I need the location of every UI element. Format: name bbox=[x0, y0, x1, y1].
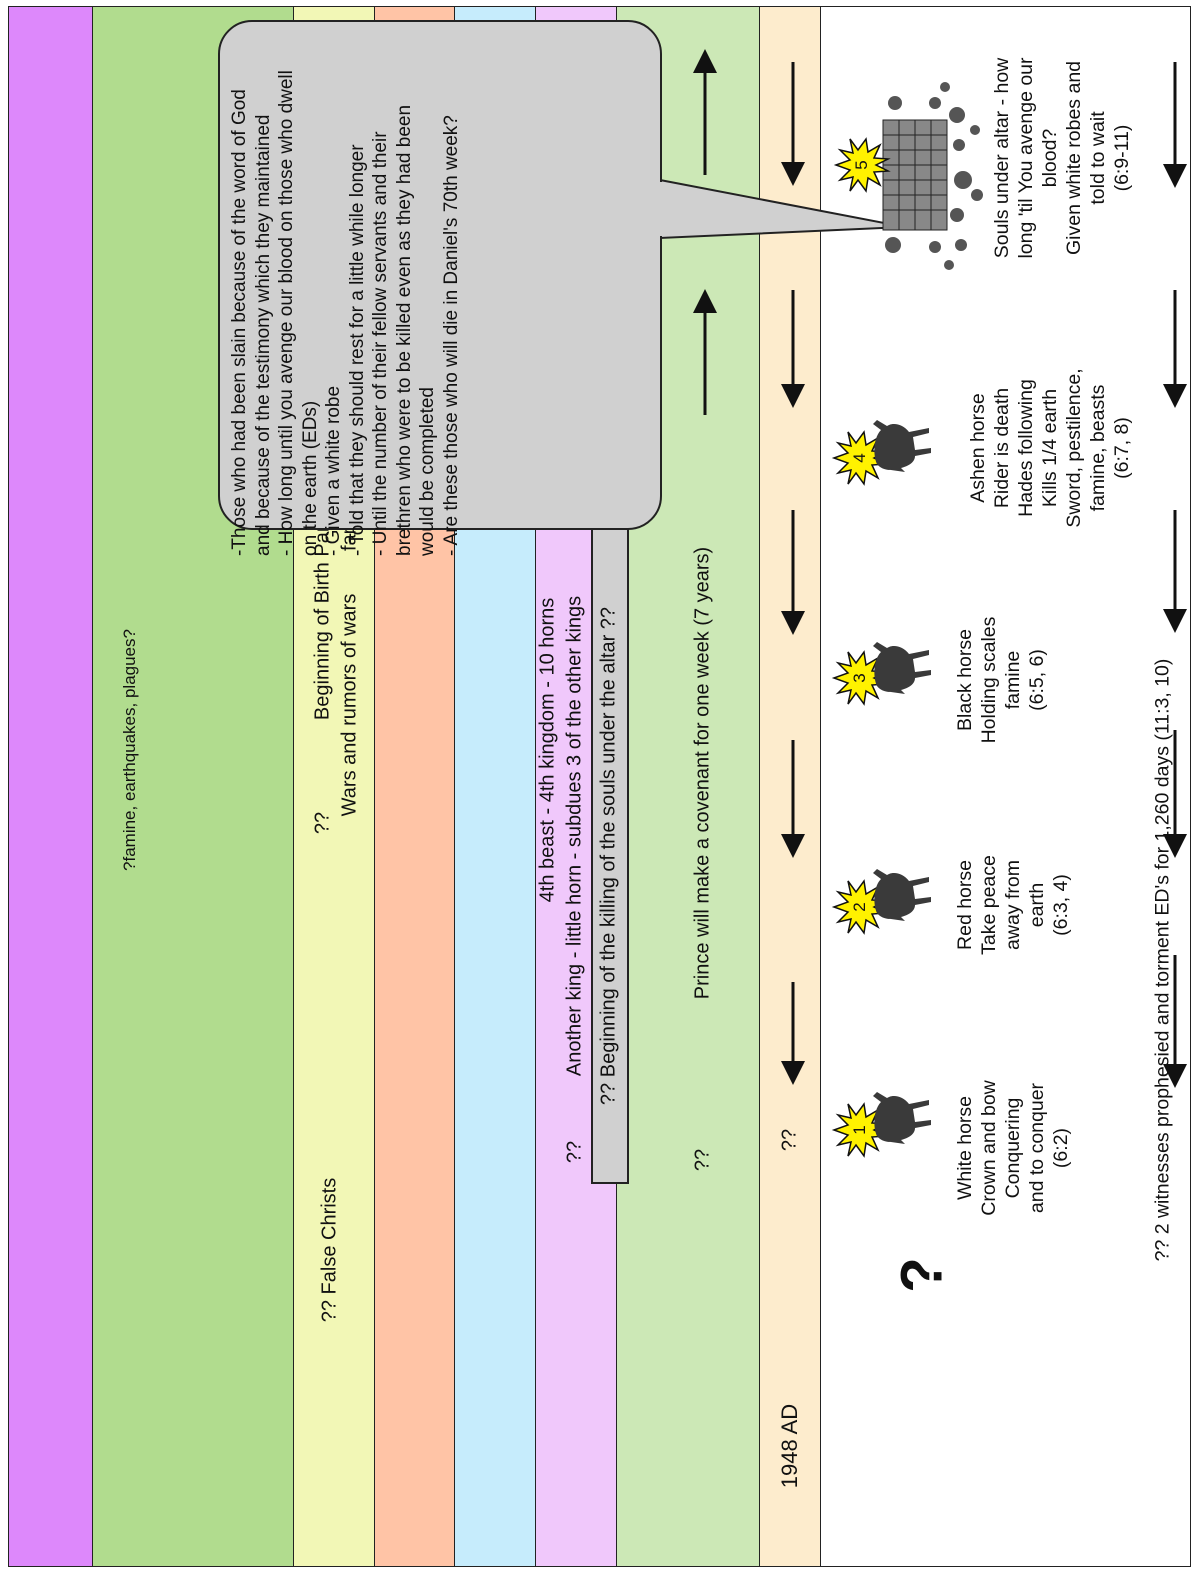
seal-5-description: Souls under altar - how long 'til You av… bbox=[990, 57, 1134, 258]
seal-1-line: Conquering bbox=[1002, 1097, 1024, 1199]
seal-5-line: Given white robes and bbox=[1063, 60, 1085, 256]
seal-3-description: Black horse Holding scales famine (6:5, … bbox=[953, 617, 1049, 744]
seal-4-number: 4 bbox=[850, 453, 869, 463]
seal-4-line: Kills 1/4 earth bbox=[1039, 388, 1061, 508]
seal-4-line: famine, beasts bbox=[1087, 384, 1109, 512]
killing-souls-box bbox=[591, 528, 629, 1184]
seal-2-line: earth bbox=[1026, 882, 1048, 928]
seal-1-line: (6:2) bbox=[1050, 1127, 1072, 1169]
seal-4-line: Rider is death bbox=[991, 387, 1013, 509]
seal-1-number: 1 bbox=[850, 1125, 869, 1135]
seal-1-line: White horse bbox=[954, 1095, 976, 1201]
seal-4-line: Ashen horse bbox=[967, 393, 989, 503]
witnesses-label: ?? 2 witnesses prophesied and torment ED… bbox=[1151, 658, 1174, 1262]
seal-2-number: 2 bbox=[850, 902, 869, 912]
seal-3-number: 3 bbox=[850, 673, 869, 683]
seal-5-line: Souls under altar - how bbox=[991, 57, 1013, 259]
seal-2-line: Red horse bbox=[954, 860, 976, 950]
seal-2-line: (6:3, 4) bbox=[1050, 874, 1072, 936]
seal-4-line: Sword, pestilence, bbox=[1063, 368, 1085, 528]
seal-2-line: away from bbox=[1002, 860, 1024, 950]
seal-1-description: White horse Crown and bow Conquering and… bbox=[953, 1080, 1073, 1216]
seal-3-line: Black horse bbox=[954, 629, 976, 731]
seal-5-number: 5 bbox=[852, 160, 871, 170]
seal-3-line: Holding scales bbox=[978, 616, 1000, 744]
seal-4-line: (6:7, 8) bbox=[1111, 417, 1133, 479]
seal-3-line: famine bbox=[1002, 650, 1024, 710]
seal-5-line: (6:9-11) bbox=[1111, 124, 1133, 192]
seal-2-description: Red horse Take peace away from earth (6:… bbox=[953, 855, 1073, 955]
seal-5-line: blood? bbox=[1039, 128, 1061, 188]
seal-1-line: Crown and bow bbox=[978, 1080, 1000, 1216]
seal-5-line: told to wait bbox=[1087, 111, 1109, 205]
seal-3-line: (6:5, 6) bbox=[1026, 649, 1048, 711]
diagram-frame bbox=[8, 6, 1191, 1567]
seal-4-description: Ashen horse Rider is death Hades followi… bbox=[966, 368, 1134, 527]
altar-icon bbox=[882, 82, 983, 270]
speech-bubble bbox=[218, 20, 662, 530]
seal-1-line: and to conquer bbox=[1026, 1082, 1048, 1214]
band-cream bbox=[759, 6, 821, 1567]
seal-4-line: Hades following bbox=[1015, 379, 1037, 517]
seal-5-line: long 'til You avenge our bbox=[1015, 57, 1037, 259]
question-mark: ? bbox=[889, 1257, 955, 1293]
seal-2-line: Take peace bbox=[978, 855, 1000, 955]
band-violet bbox=[8, 6, 92, 1567]
